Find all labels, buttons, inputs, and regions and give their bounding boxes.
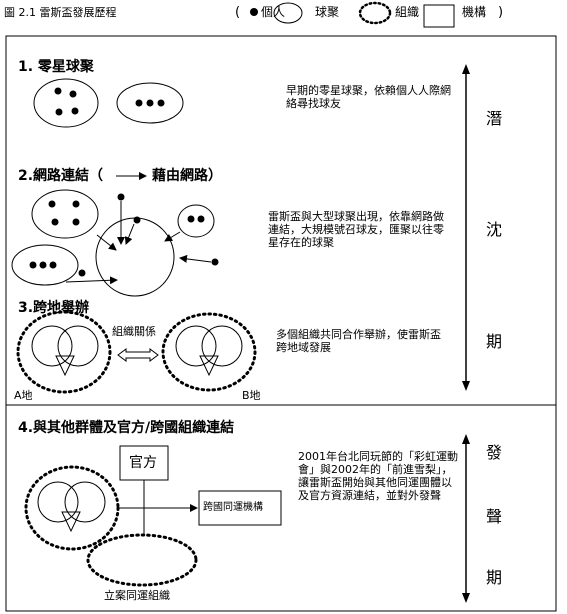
group-circle [57, 325, 99, 367]
legend-close-paren: ) [498, 5, 504, 20]
group-ellipse [11, 244, 79, 286]
legend-group-ellipse [273, 2, 303, 24]
link-arrow [65, 276, 118, 285]
section-4-title: 4.與其他群體及官方/跨國組織連結 [18, 420, 235, 436]
person-dot [78, 269, 86, 277]
group-ellipse [33, 78, 99, 128]
person-dot [135, 99, 143, 107]
person-dot [117, 193, 125, 201]
place-b-label: B地 [242, 389, 261, 402]
org-dotted-ellipse [16, 310, 112, 394]
group-circle [201, 325, 243, 367]
org-dotted-ellipse [161, 312, 257, 392]
group-circle [37, 481, 79, 523]
latent-phase-char: 期 [486, 332, 503, 351]
figure-label: 圖 2.1 雷斯盃發展歷程 [4, 6, 117, 19]
link-arrow [164, 231, 181, 242]
person-dot [55, 108, 63, 116]
voice-phase-char: 聲 [486, 507, 503, 526]
link-arrow [96, 234, 117, 251]
person-dot [69, 90, 77, 98]
link-arrow [124, 223, 135, 245]
group-circle [64, 481, 106, 523]
person-dot [51, 218, 59, 226]
legend-person-label: 個人 [261, 5, 286, 19]
org-relation-label: 組織關係 [112, 325, 156, 338]
section-2-description: 雷斯盃與大型球聚出現，依靠網路做連結，大規模號召球友，匯聚以往零星存在的球聚 [268, 210, 444, 249]
person-dot [71, 107, 79, 115]
voice-phase-char: 發 [486, 443, 503, 462]
cross-org-box [198, 490, 282, 526]
person-dot [48, 200, 56, 208]
voice-phase-char: 期 [486, 568, 503, 587]
group-triangle [61, 511, 81, 533]
group-ellipse [177, 204, 215, 238]
section-3-title: 3.跨地舉辦 [18, 300, 90, 316]
person-dot [72, 200, 80, 208]
group-ellipse [116, 82, 184, 124]
person-dot [49, 261, 57, 269]
section-2-title-b: 藉由網路） [152, 168, 222, 184]
person-dot [39, 261, 47, 269]
group-ellipse [31, 189, 99, 239]
official-label: 官方 [129, 455, 157, 471]
legend-org-dotted-ellipse [358, 1, 392, 25]
person-dot [133, 216, 141, 224]
link-arrow [179, 254, 212, 263]
section-1-title: 1. 零星球聚 [18, 59, 94, 75]
person-dot [197, 215, 205, 223]
registered-org-label: 立案同運組織 [104, 589, 170, 602]
person-dot [29, 261, 37, 269]
legend-org-label: 組織 [395, 5, 420, 19]
group-triangle [199, 355, 219, 377]
outer-frame [5, 35, 557, 612]
section-4-description: 2001年台北同玩節的「彩虹運動會」與2002年的「前進雪梨」，讓雷斯盃開始與其… [298, 450, 458, 502]
legend-open-paren: ( [235, 5, 241, 20]
place-a-label: A地 [14, 389, 33, 402]
legend-institution-box [423, 4, 455, 28]
double-arrow [117, 348, 159, 362]
group-circle [175, 325, 217, 367]
person-dot [72, 218, 80, 226]
latent-phase-char: 潛 [486, 109, 503, 128]
section-1-description: 早期的零星球聚，依賴個人人際網絡尋找球友 [286, 84, 451, 110]
cross-org-label: 跨國同運機構 [203, 502, 263, 513]
legend-group-label: 球聚 [315, 5, 340, 19]
section-3-description: 多個組織共同合作舉辦，使雷斯盃跨地域發展 [276, 328, 441, 354]
person-dot [211, 258, 219, 266]
legend-person-dot [250, 8, 258, 16]
org-dotted-ellipse [86, 533, 198, 587]
person-dot [157, 99, 165, 107]
network-hub-circle [95, 217, 175, 297]
person-dot [54, 87, 62, 95]
group-triangle [55, 355, 75, 377]
section-2-title-a: 2.網路連結（ [18, 168, 104, 184]
legend-institution-label: 機構 [462, 5, 487, 19]
group-circle [31, 325, 73, 367]
latent-phase-char: 沈 [486, 220, 503, 239]
person-dot [146, 99, 154, 107]
person-dot [187, 215, 195, 223]
